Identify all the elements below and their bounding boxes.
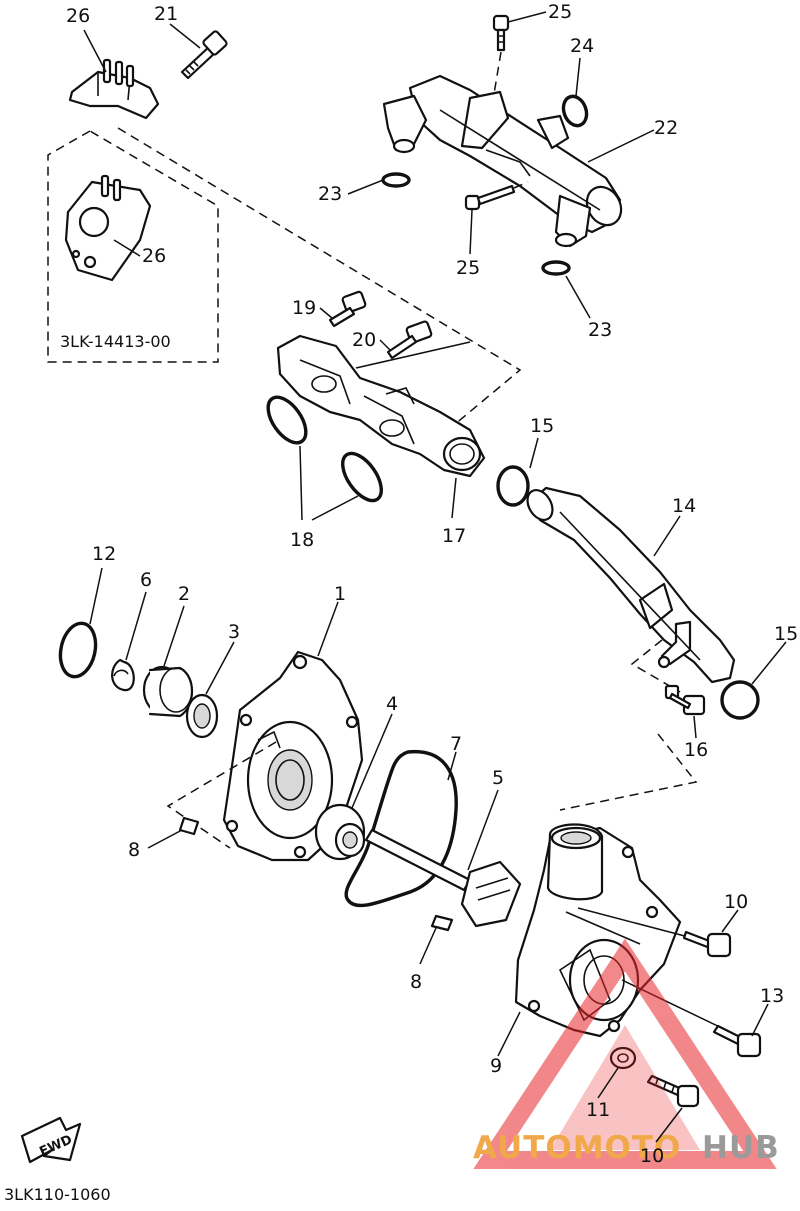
washer-11 [609,1046,637,1070]
leader-lines [83,11,787,1143]
callout-10-right: 10 [724,891,748,913]
callout-6: 6 [140,569,152,591]
callout-20: 20 [352,329,376,351]
thermostat-housing-17 [276,334,486,478]
o-ring-23-bottom [541,260,571,276]
o-ring-12 [58,621,98,679]
sheet-code: 3LK110-1060 [4,1185,111,1204]
callout-22: 22 [654,117,678,139]
callout-25-top: 25 [548,1,572,23]
bolt-25-top [492,14,510,52]
gasket-7 [344,749,458,908]
callout-labels: 26 21 25 24 22 23 26 25 23 19 20 15 14 1… [66,1,798,1167]
o-ring-18-left [266,395,308,445]
o-ring-24 [561,94,589,128]
assembly-line-bracket [117,127,522,431]
callout-8-left: 8 [128,839,140,861]
callout-5: 5 [492,767,504,789]
callout-7: 7 [450,733,462,755]
callout-18: 18 [290,529,314,551]
o-ring-18-right [341,451,383,503]
o-ring-15-right [720,680,760,720]
callout-17: 17 [442,525,466,547]
callout-21: 21 [154,3,178,25]
alt-bracket-box [47,130,219,363]
bracket-26-top [68,58,160,120]
callout-12: 12 [92,543,116,565]
assembly-line-pipe-to-pump [559,733,698,811]
callout-13: 13 [760,985,784,1007]
callout-26-top: 26 [66,5,90,27]
callout-4: 4 [386,693,398,715]
assembly-line-pin-8 [166,741,277,849]
bolt-10-bottom [646,1074,700,1108]
callout-11: 11 [586,1099,610,1121]
bolt-10-right [682,930,732,958]
assembly-line-pipe-14 [630,639,681,693]
watermark-logo: AUTOMOTO HUB [473,1130,780,1166]
pipe-22 [382,74,623,248]
callout-9: 9 [490,1055,502,1077]
alt-part-code: 3LK-14413-00 [60,332,171,351]
bolt-21 [180,30,228,80]
oil-seal-3 [185,693,219,739]
fwd-arrow-icon: FWD [20,1116,82,1164]
assembly-line-housing [355,341,471,369]
callout-25-lower: 25 [456,257,480,279]
callout-8-right: 8 [410,971,422,993]
bolt-20 [386,320,433,360]
bolt-13 [712,1024,762,1058]
impeller-shaft-5 [364,828,522,928]
bolt-16 [664,684,706,716]
circlip-6 [111,658,135,692]
o-ring-15-top [496,465,530,507]
watermark-text-secondary: HUB [702,1130,780,1166]
assembly-line-bolt-25 [489,51,502,119]
callout-2: 2 [178,583,190,605]
callout-26-alt: 26 [142,245,166,267]
callout-19: 19 [292,297,316,319]
bracket-26-alt [64,174,152,282]
dowel-pin-8-left [178,816,200,836]
automotohub-watermark [473,938,777,1169]
o-ring-23-top [381,172,411,188]
bolt-25-lower [464,181,529,211]
bolt-19 [328,290,367,328]
callout-15-top: 15 [530,415,554,437]
callout-23-top: 23 [318,183,342,205]
bearing-2 [142,665,193,718]
callout-10-bottom: 10 [640,1145,664,1167]
assembly-line-housing-bolt [577,907,701,941]
watermark-triangle-icon [473,938,777,1169]
impeller-4 [314,803,366,861]
callout-1: 1 [334,583,346,605]
callout-14: 14 [672,495,696,517]
callout-15-right: 15 [774,623,798,645]
callout-24: 24 [570,35,594,57]
callout-3: 3 [228,621,240,643]
dowel-pin-8-right [430,914,454,932]
watermark-text-primary: AUTOMOTO [473,1130,681,1166]
callout-16: 16 [684,739,708,761]
callout-23-bottom: 23 [588,319,612,341]
pipe-14 [526,486,736,684]
